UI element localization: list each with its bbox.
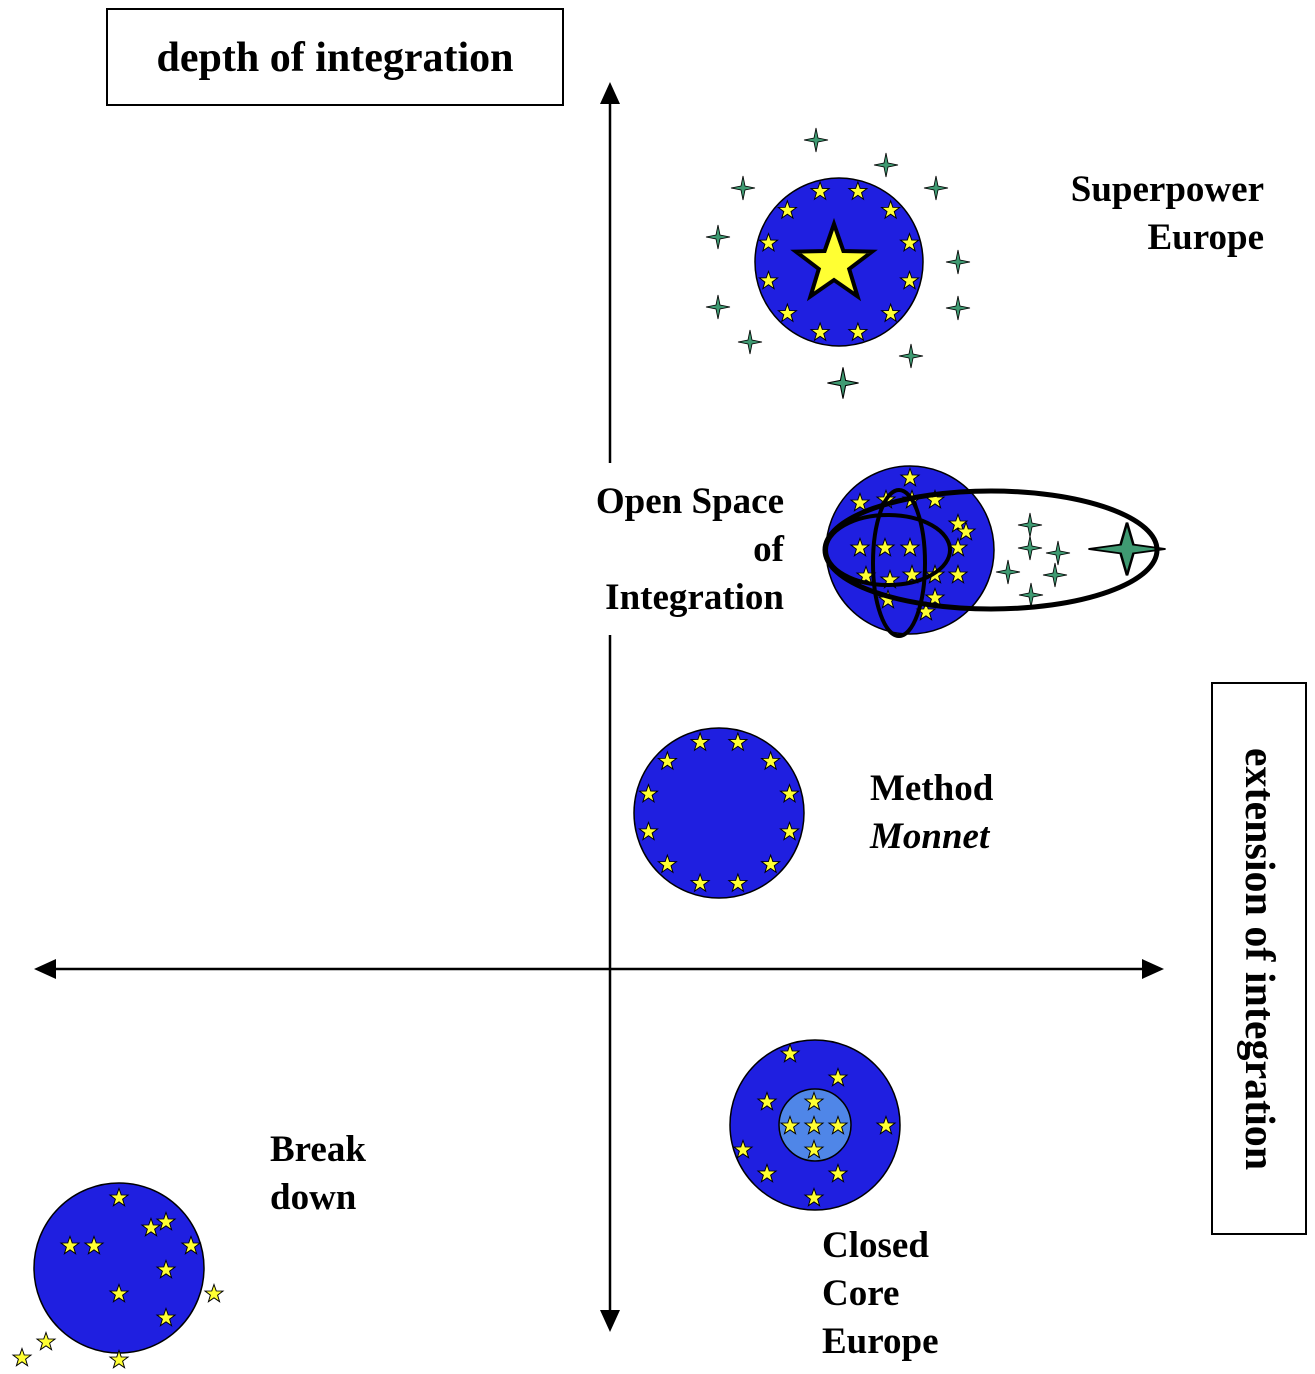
axis-arrow-icon <box>1142 959 1164 979</box>
sparkle-icon <box>826 366 860 400</box>
open-space-line2: of <box>753 529 784 570</box>
sparkle-icon <box>873 152 899 178</box>
open-space-line3: Integration <box>605 577 784 618</box>
sparkle-icon <box>1017 535 1043 561</box>
extension-axis-title: extension of integration <box>1236 747 1282 1170</box>
open-space-label: Open Space of Integration <box>540 478 784 622</box>
sparkle-icon <box>1042 562 1068 588</box>
closed-core-label: Closed Core Europe <box>822 1222 939 1366</box>
break-down-label: Break down <box>270 1126 366 1222</box>
extension-axis-title-box: extension of integration <box>1211 682 1307 1235</box>
monnet-line1: Method <box>870 768 994 809</box>
method-monnet-icon <box>633 727 805 899</box>
method-monnet-label: Method Monnet <box>870 765 993 861</box>
sparkle-icon <box>705 224 731 250</box>
monnet-line2: Monnet <box>870 816 990 857</box>
break-down-icon <box>12 1182 224 1369</box>
axis-arrow-icon <box>600 82 620 104</box>
closed-core-line2: Core <box>822 1273 900 1314</box>
breakdown-line1: Break <box>270 1129 366 1170</box>
star-icon <box>12 1348 32 1367</box>
sparkle-icon <box>730 175 756 201</box>
breakdown-line2: down <box>270 1177 357 1218</box>
axis-arrow-icon <box>600 1310 620 1332</box>
closed-core-line1: Closed <box>822 1225 929 1266</box>
sparkle-icon <box>1018 582 1044 608</box>
sparkle-icon <box>803 127 829 153</box>
sparkle-icon <box>1045 540 1071 566</box>
superpower-line1: Superpower <box>1070 169 1264 210</box>
sparkle-icon <box>1017 512 1043 538</box>
star-icon <box>36 1332 56 1351</box>
sparkle-icon <box>1087 521 1167 577</box>
vertical-axis <box>600 82 620 1332</box>
star-icon <box>204 1284 224 1303</box>
depth-axis-title: depth of integration <box>106 8 564 106</box>
closed-core-europe-icon <box>729 1039 901 1211</box>
sparkle-icon <box>995 559 1021 585</box>
sparkle-icon <box>737 329 763 355</box>
open-space-line1: Open Space <box>595 481 784 522</box>
horizontal-axis <box>34 959 1164 979</box>
sparkle-icon <box>945 249 971 275</box>
sparkle-icon <box>705 294 731 320</box>
axis-arrow-icon <box>34 959 56 979</box>
superpower-line2: Europe <box>1147 217 1264 258</box>
open-space-icon <box>822 465 1167 638</box>
sparkle-icon <box>945 295 971 321</box>
superpower-europe-icon <box>705 127 971 400</box>
closed-core-line3: Europe <box>822 1321 939 1362</box>
superpower-europe-label: Superpower Europe <box>1010 166 1264 262</box>
sparkle-icon <box>923 175 949 201</box>
sparkle-icon <box>898 343 924 369</box>
